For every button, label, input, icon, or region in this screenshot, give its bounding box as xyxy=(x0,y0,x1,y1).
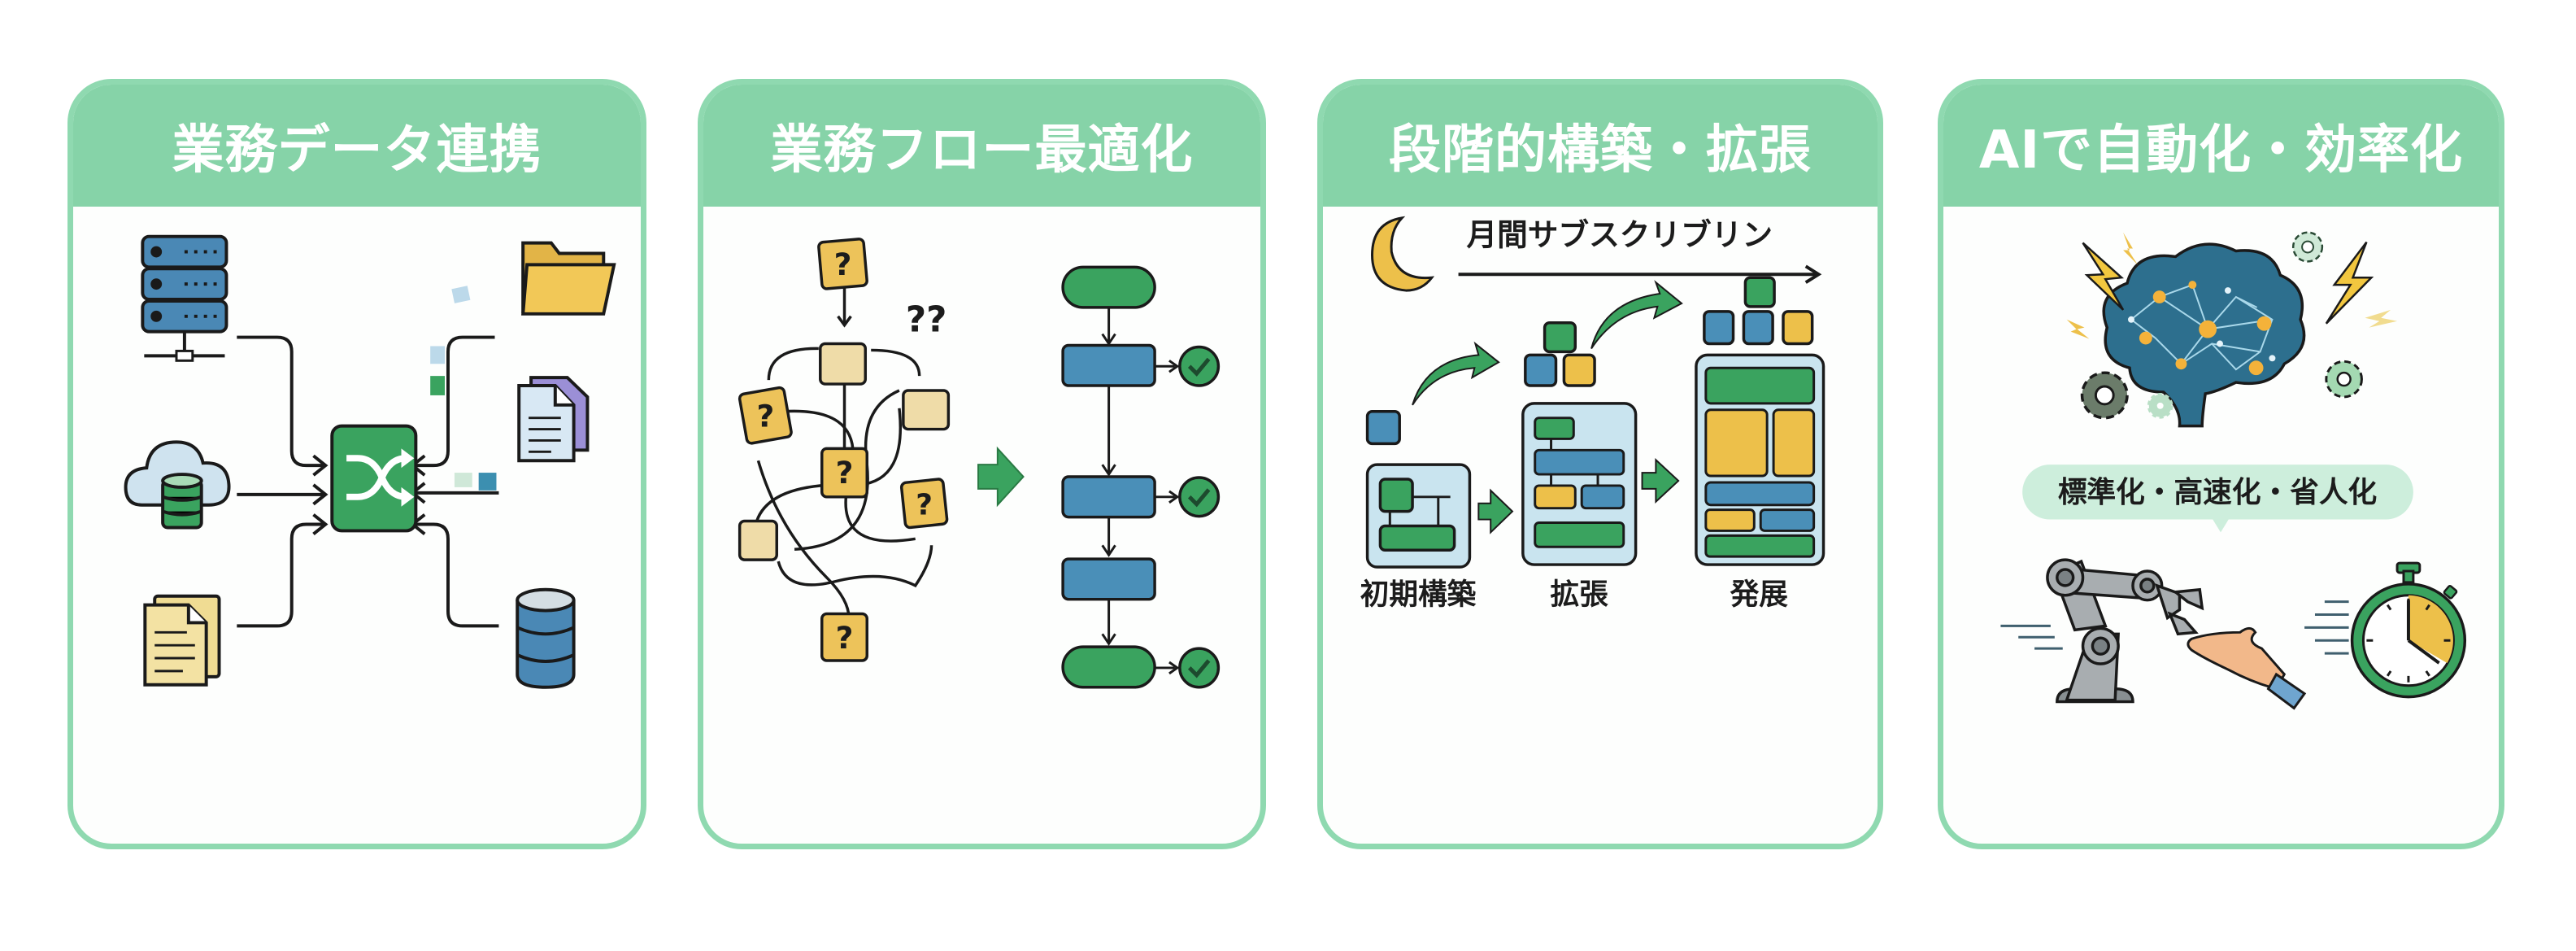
right-arrow-icon xyxy=(977,446,1025,508)
panel-phased-build: 段階的構築・拡張 月間サブスクリブリン 初期構築 xyxy=(1317,79,1883,849)
cloud-database-icon xyxy=(124,440,231,530)
check-circle-icon xyxy=(1178,476,1221,518)
connector-lines xyxy=(237,335,499,628)
illustration-data-integration xyxy=(73,207,641,844)
documents-icon xyxy=(143,594,221,687)
flow-optimization-svg: ? ?? ? ? ? xyxy=(738,238,1221,689)
flow-box-question: ? xyxy=(738,386,793,445)
flow-end xyxy=(1061,645,1156,689)
messy-flowchart: ? ?? ? ? ? xyxy=(738,238,951,662)
growth-arrow-icon xyxy=(1412,341,1500,406)
confusion-marks: ?? xyxy=(906,300,947,341)
lightning-icon xyxy=(2066,232,2398,339)
svg-text:?: ? xyxy=(836,620,854,656)
panel-title: 業務フロー最適化 xyxy=(770,120,1194,181)
right-arrow-icon xyxy=(1641,457,1680,504)
flow-box-question: ? xyxy=(820,447,868,499)
flow-box-question: ? xyxy=(820,612,868,662)
svg-text:?: ? xyxy=(756,399,774,434)
right-arrow-icon xyxy=(1477,488,1514,534)
panel-title: AIで自動化・効率化 xyxy=(1978,120,2464,181)
stage-label: 初期構築 xyxy=(1360,578,1477,612)
flow-box xyxy=(902,389,951,431)
illustration-phased-build: 月間サブスクリブリン 初期構築 xyxy=(1323,207,1878,844)
stopwatch-icon xyxy=(2350,561,2467,699)
flow-box-question: ? xyxy=(899,478,949,530)
gear-icon xyxy=(2080,231,2363,420)
server-icon xyxy=(141,234,228,362)
flow-box xyxy=(738,519,778,561)
timeline-arrow xyxy=(1458,264,1822,284)
moon-icon xyxy=(1371,216,1435,292)
speech-bubble: 標準化・高速化・省人化 xyxy=(2022,465,2413,533)
panel-data-integration: 業務データ連携 xyxy=(67,79,646,849)
hand-icon xyxy=(2187,626,2307,710)
ai-automation-svg: 標準化・高速化・省人化 xyxy=(2000,231,2467,710)
robot-arm-icon xyxy=(2046,558,2204,704)
panel-header: 業務フロー最適化 xyxy=(703,85,1260,207)
growth-arrow-icon xyxy=(1590,280,1683,349)
check-circle-icon xyxy=(1178,647,1221,689)
svg-text:?: ? xyxy=(834,246,852,282)
illustration-flow-optimization: ? ?? ? ? ? xyxy=(703,207,1260,844)
flow-step xyxy=(1061,343,1156,387)
svg-text:?: ? xyxy=(836,455,854,491)
panel-flow-optimization: 業務フロー最適化 ? xyxy=(698,79,1266,849)
data-fragments xyxy=(430,286,497,491)
stage-initial: 初期構築 xyxy=(1360,410,1477,612)
panel-title: 業務データ連携 xyxy=(172,120,542,181)
bubble-text: 標準化・高速化・省人化 xyxy=(2058,476,2377,509)
folder-icon xyxy=(521,241,616,316)
stage-development: 発展 xyxy=(1695,276,1825,612)
motion-lines xyxy=(2000,600,2349,655)
clean-flowchart xyxy=(1061,265,1221,689)
flow-step xyxy=(1061,557,1156,601)
panel-title: 段階的構築・拡張 xyxy=(1389,120,1812,181)
timeline-label: 月間サブスクリブリン xyxy=(1466,217,1773,253)
file-icon xyxy=(517,376,590,463)
stage-label: 拡張 xyxy=(1551,578,1609,612)
shuffle-hub-icon xyxy=(330,424,418,533)
stage-expansion: 拡張 xyxy=(1521,321,1638,612)
svg-text:?: ? xyxy=(916,489,933,522)
flow-box-question: ? xyxy=(817,238,868,290)
panel-header: 段階的構築・拡張 xyxy=(1323,85,1878,207)
flow-start xyxy=(1061,265,1156,309)
check-circle-icon xyxy=(1178,345,1221,387)
flow-box xyxy=(819,342,868,386)
illustration-ai-automation: 標準化・高速化・省人化 xyxy=(1943,207,2499,844)
panel-header: AIで自動化・効率化 xyxy=(1943,85,2499,207)
panel-ai-automation: AIで自動化・効率化 xyxy=(1938,79,2504,849)
database-icon xyxy=(516,587,576,689)
phased-build-svg: 月間サブスクリブリン 初期構築 xyxy=(1360,216,1825,612)
stage-label: 発展 xyxy=(1730,578,1789,612)
brain-network-icon xyxy=(2102,242,2306,428)
flow-step xyxy=(1061,475,1156,519)
data-integration-svg xyxy=(124,234,616,689)
panel-header: 業務データ連携 xyxy=(73,85,641,207)
